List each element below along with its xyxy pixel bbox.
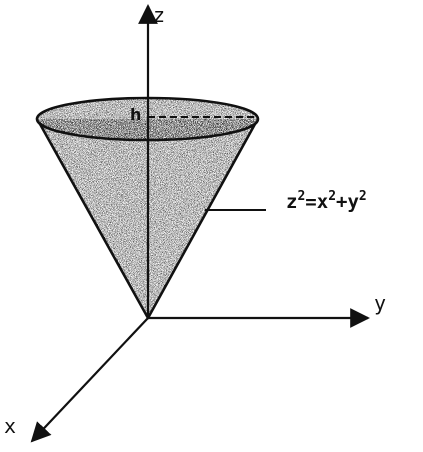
cone-equation: z2=x2+y2: [286, 189, 367, 213]
y-axis-label: y: [374, 291, 386, 315]
axes: [30, 4, 370, 443]
z-axis-label: z: [153, 3, 165, 27]
height-label: h: [130, 105, 141, 124]
cone-right-edge: [146, 122, 257, 320]
x-axis-label: x: [4, 414, 16, 438]
cone-left-edge: [38, 122, 150, 320]
x-axis: [30, 317, 149, 443]
